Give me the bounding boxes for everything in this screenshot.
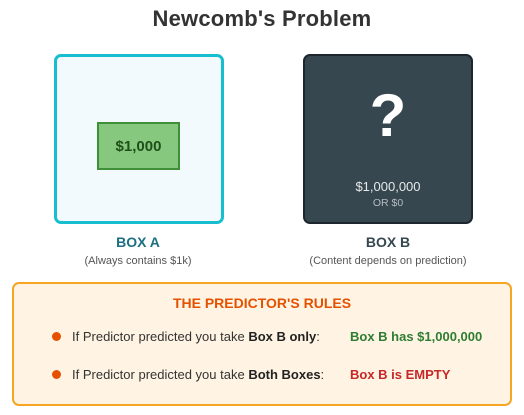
bullet-icon <box>52 370 61 379</box>
box-b-alternative: OR $0 <box>372 197 404 209</box>
box-a-content: $1,000 <box>115 137 162 155</box>
box-a: $1,000 <box>54 54 224 224</box>
rule-condition: If Predictor predicted you take Both Box… <box>72 367 324 382</box>
page-title: Newcomb's Problem <box>152 6 372 31</box>
question-mark-icon: ? <box>369 82 407 149</box>
rule-item: If Predictor predicted you take Both Box… <box>14 366 510 384</box>
box-a-label: BOX A <box>116 234 160 250</box>
rule-item: If Predictor predicted you take Box B on… <box>14 328 510 346</box>
rule-suffix: : <box>316 329 320 344</box>
box-b-label: BOX B <box>365 234 411 250</box>
rules-title: THE PREDICTOR'S RULES <box>172 295 352 311</box>
rule-outcome: Box B has $1,000,000 <box>350 329 483 344</box>
rule-outcome: Box B is EMPTY <box>350 367 451 382</box>
box-a-sublabel: (Always contains $1k) <box>84 255 192 267</box>
cash-bill-icon: $1,000 <box>97 122 180 170</box>
rule-prefix: If Predictor predicted you take <box>72 329 249 344</box>
rule-prefix: If Predictor predicted you take <box>72 367 249 382</box>
rule-choice: Box B only <box>248 329 317 344</box>
bullet-icon <box>52 332 61 341</box>
box-b: ? $1,000,000 OR $0 <box>303 54 473 224</box>
rule-suffix: : <box>320 367 325 382</box>
rule-choice: Both Boxes <box>248 367 321 382</box>
rule-condition: If Predictor predicted you take Box B on… <box>72 329 320 344</box>
predictor-rules-panel: THE PREDICTOR'S RULES If Predictor predi… <box>12 282 512 406</box>
box-b-sublabel: (Content depends on prediction) <box>309 255 467 267</box>
box-b-amount: $1,000,000 <box>355 179 421 194</box>
